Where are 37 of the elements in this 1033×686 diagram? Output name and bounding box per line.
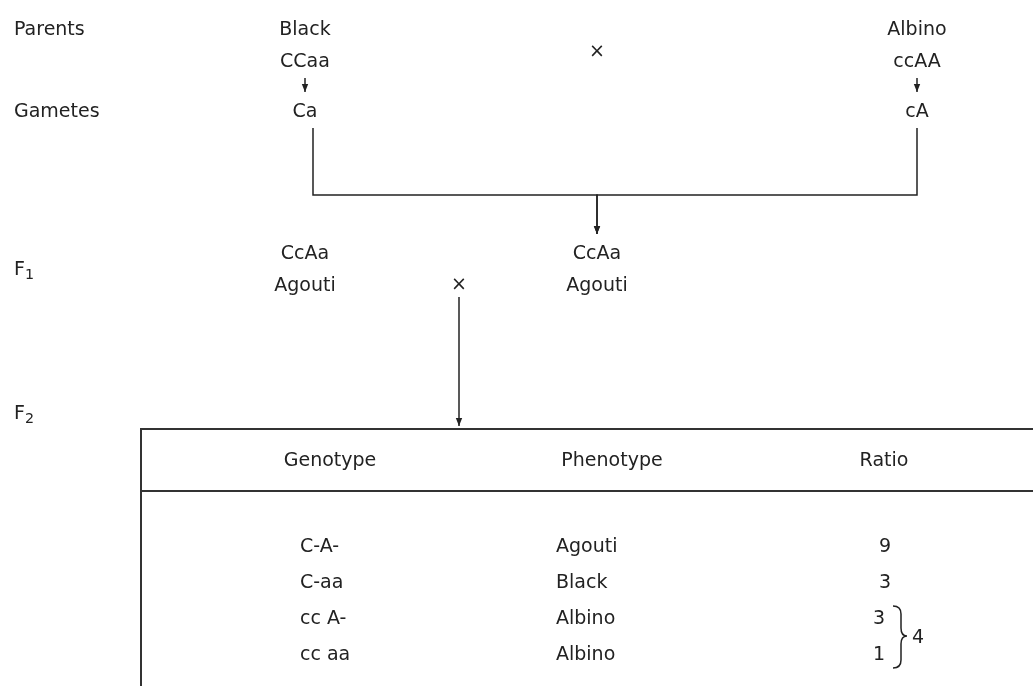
phenotype-text: Black	[279, 16, 331, 41]
genotype-text: C-A-	[300, 533, 340, 557]
cross-symbol: ×	[589, 38, 605, 62]
column-header: Phenotype	[561, 447, 663, 471]
genotype-text: cc A-	[300, 605, 347, 629]
arrow	[593, 127, 918, 235]
phenotype-text: Black	[556, 569, 608, 593]
phenotype-text: Agouti	[556, 533, 618, 557]
phenotype-text: Albino	[887, 16, 947, 41]
genotype-text: ccAA	[893, 48, 941, 73]
row-label: Parents	[14, 16, 85, 40]
genotype-text: Agouti	[566, 272, 628, 297]
row-label: Gametes	[14, 98, 100, 122]
arrow	[301, 77, 309, 93]
column-header: Genotype	[283, 447, 377, 471]
genotype-text: cA	[905, 98, 929, 123]
arrow	[455, 296, 463, 427]
genotype-text: CcAa	[280, 240, 330, 265]
cross-symbol: ×	[447, 271, 471, 295]
ratio-value: 9	[878, 533, 891, 557]
row-label: F$_{1}$	[14, 256, 34, 280]
ratio-value: 3	[872, 605, 885, 629]
arrow	[913, 77, 921, 93]
genotype-text: CcAa	[572, 240, 622, 265]
ratio-value: 3	[878, 569, 891, 593]
table-frame	[139, 428, 1033, 686]
column-header: Ratio	[859, 447, 909, 471]
genotype-text: C-aa	[300, 569, 344, 593]
phenotype-text: Albino	[556, 605, 616, 629]
ratio-total: 4	[912, 624, 925, 648]
genotype-text: CCaa	[280, 48, 330, 73]
genotype-text: cc aa	[300, 641, 351, 665]
genotype-text: Ca	[292, 98, 318, 123]
ratio-value: 1	[872, 641, 885, 665]
genotype-text: Agouti	[274, 272, 336, 297]
row-label: F$_{2}$	[14, 400, 34, 424]
phenotype-text: Albino	[556, 641, 616, 665]
